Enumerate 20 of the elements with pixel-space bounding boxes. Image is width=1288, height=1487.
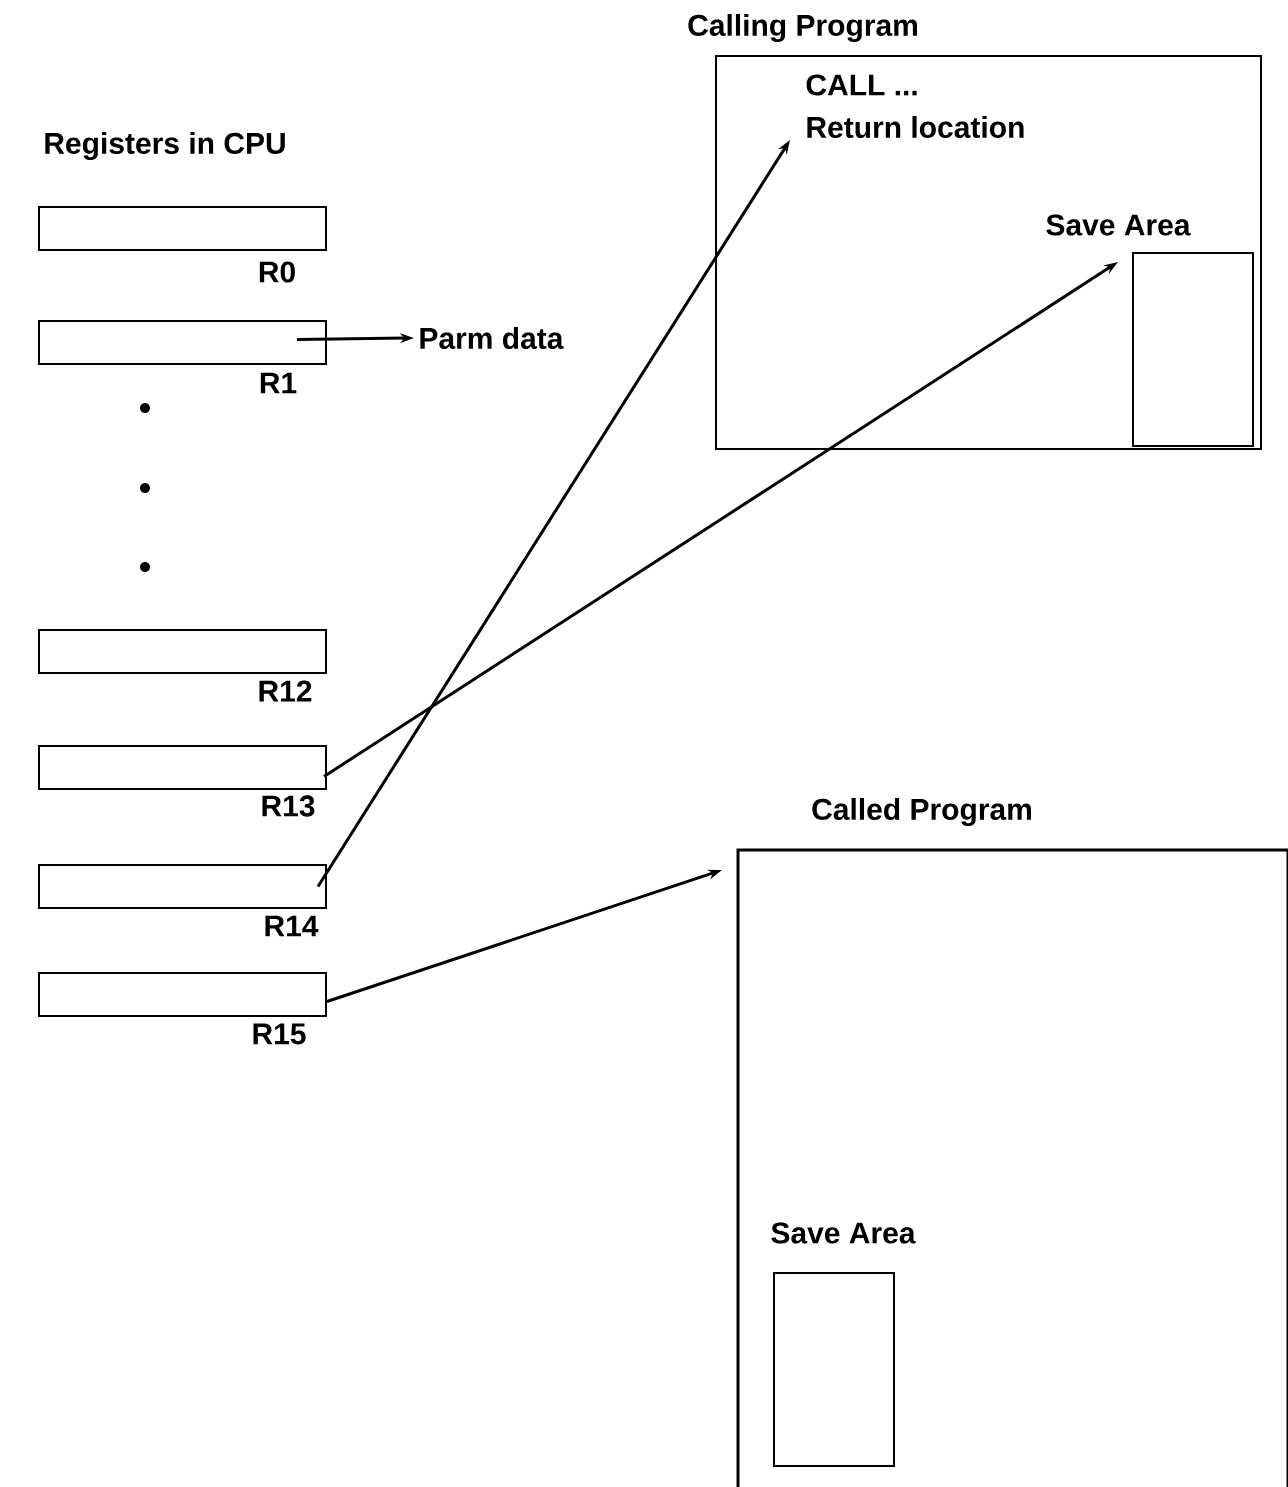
save-area-box: Save Area (771, 1222, 916, 1467)
register-box: R15 (38, 972, 327, 1045)
node-label: R12 (259, 680, 312, 702)
node-label: R0 (259, 261, 295, 283)
node-label: Save Area (771, 1222, 916, 1244)
node-label: Save Area (1046, 214, 1191, 236)
text-label: Return location (807, 116, 1024, 138)
node-label: R13 (262, 795, 315, 817)
text-label: Parm data (420, 327, 564, 349)
node-label: R1 (260, 372, 297, 394)
save-area-box: Save Area (1046, 214, 1254, 447)
register-box: R12 (38, 629, 327, 702)
heading: Registers in CPU (45, 131, 285, 161)
register-box: R13 (38, 745, 327, 817)
register-box: R1 (38, 320, 327, 394)
register-box: R14 (38, 864, 327, 937)
node-label: R15 (253, 1023, 306, 1045)
register-box: R0 (38, 206, 327, 283)
node-label: Calling Program (688, 13, 917, 43)
node-label: R14 (265, 915, 319, 937)
